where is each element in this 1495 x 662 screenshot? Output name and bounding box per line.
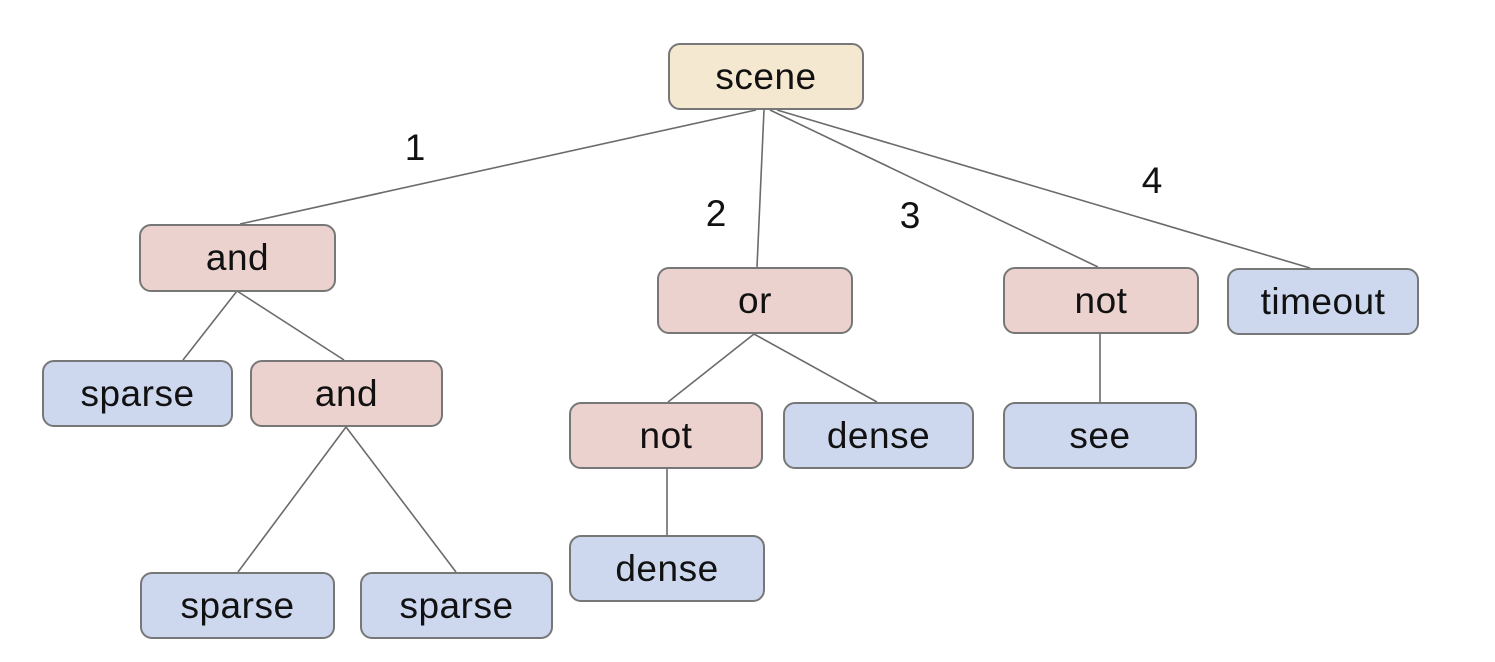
tree-node-scene[interactable]: scene <box>668 43 864 110</box>
edge-scene-not <box>769 109 1099 268</box>
edge-and-and <box>236 290 345 361</box>
tree-node-not-1[interactable]: not <box>1003 267 1199 334</box>
edge-scene-or <box>756 109 765 268</box>
tree-node-see[interactable]: see <box>1003 402 1197 469</box>
edge-or-not <box>667 333 755 403</box>
tree-node-sparse-3[interactable]: sparse <box>360 572 553 639</box>
edge-label-1: 1 <box>404 127 426 168</box>
edge-or-dense <box>753 333 878 403</box>
tree-node-sparse-1[interactable]: sparse <box>42 360 233 427</box>
tree-node-dense-1[interactable]: dense <box>783 402 974 469</box>
edge-and2-sparse-left <box>237 426 347 573</box>
tree-node-and-1[interactable]: and <box>139 224 336 292</box>
tree-node-timeout[interactable]: timeout <box>1227 268 1419 335</box>
edge-scene-timeout <box>776 109 1311 269</box>
tree-node-and-2[interactable]: and <box>250 360 443 427</box>
edge-scene-and <box>239 109 757 225</box>
tree-node-or[interactable]: or <box>657 267 853 334</box>
tree-node-not-2[interactable]: not <box>569 402 763 469</box>
tree-node-sparse-2[interactable]: sparse <box>140 572 335 639</box>
edge-and2-sparse-right <box>345 426 457 573</box>
edge-and-sparse <box>182 290 238 361</box>
edge-label-3: 3 <box>899 195 921 236</box>
tree-node-dense-2[interactable]: dense <box>569 535 765 602</box>
edge-label-4: 4 <box>1141 160 1163 201</box>
edge-label-2: 2 <box>705 193 727 234</box>
